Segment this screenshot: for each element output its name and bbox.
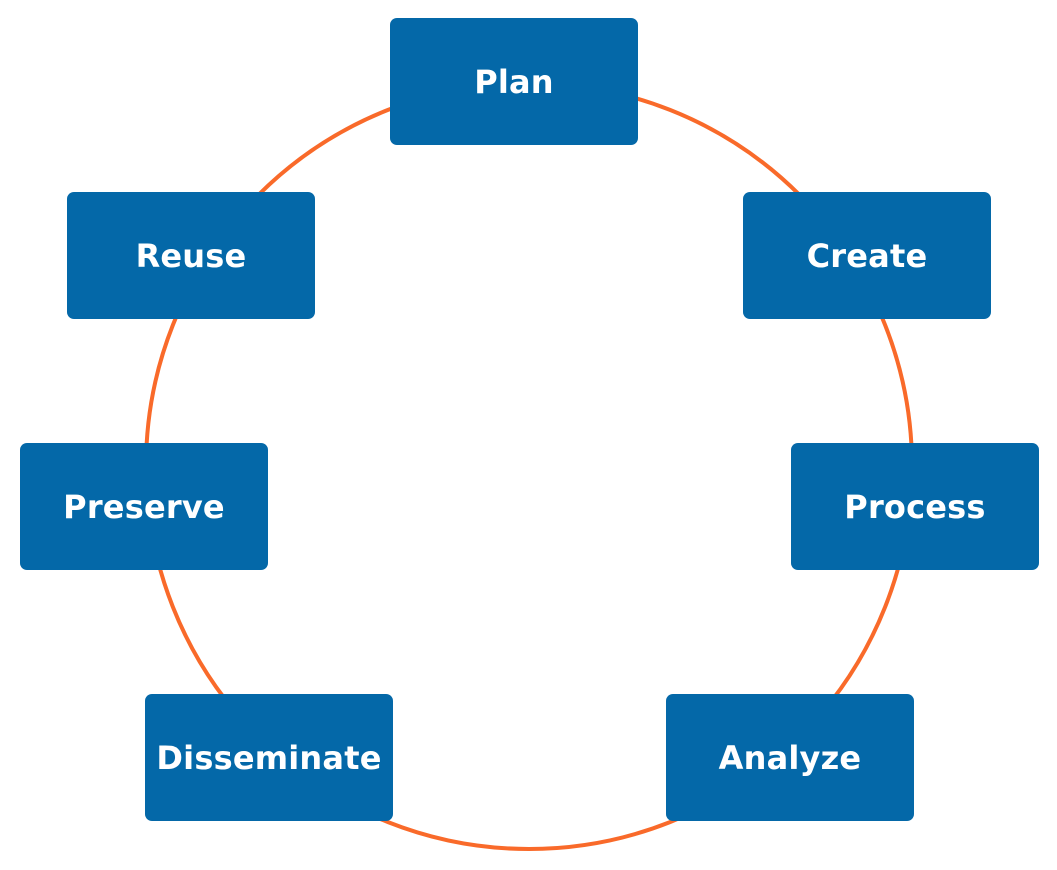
stage-analyze-label: Analyze [718, 738, 862, 777]
stage-reuse-label: Reuse [135, 236, 247, 275]
stage-preserve[interactable]: Preserve [20, 443, 268, 570]
stage-process[interactable]: Process [791, 443, 1039, 570]
stage-process-label: Process [844, 487, 986, 526]
stage-create-label: Create [806, 236, 928, 275]
stage-analyze[interactable]: Analyze [666, 694, 914, 821]
stage-plan[interactable]: Plan [390, 18, 638, 145]
stage-plan-label: Plan [474, 62, 554, 101]
stage-disseminate[interactable]: Disseminate [145, 694, 393, 821]
stage-reuse[interactable]: Reuse [67, 192, 315, 319]
stage-disseminate-label: Disseminate [156, 738, 382, 777]
stage-preserve-label: Preserve [63, 487, 225, 526]
stage-create[interactable]: Create [743, 192, 991, 319]
